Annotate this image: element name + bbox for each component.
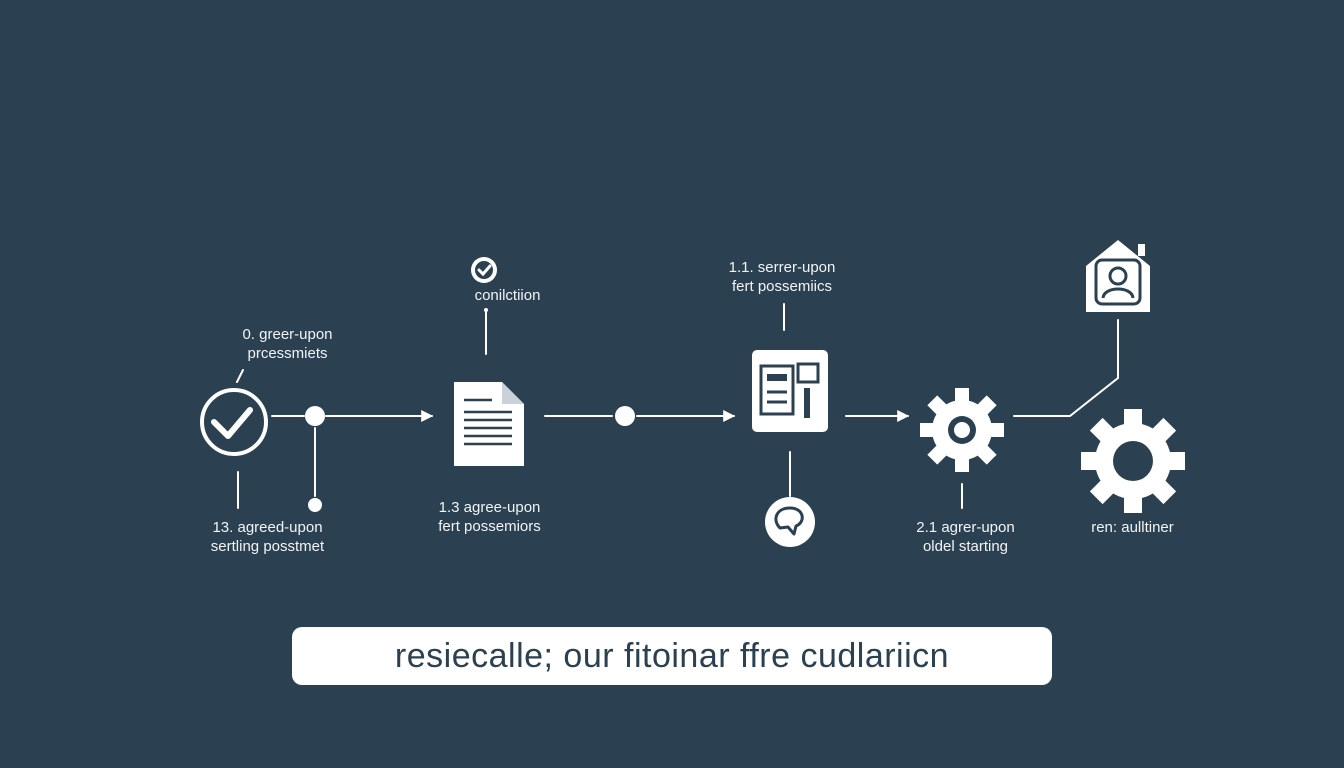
junction-a-dot — [305, 406, 325, 426]
check-badge-icon — [471, 257, 497, 283]
label-gear-large: ren: aulltiner — [1050, 518, 1215, 537]
connector-check-up — [236, 369, 244, 383]
gear-small-icon — [920, 388, 1004, 472]
check-circle-icon — [200, 388, 268, 456]
junction-a-drop-dot — [308, 498, 322, 512]
caption-text: resiecalle; our fitoinar ffre cudlariicn — [394, 636, 950, 675]
label-line: sertling posstmet — [210, 538, 325, 555]
label-line: 2.1 agrer-upon — [916, 519, 1015, 536]
junction-b-dot — [615, 406, 635, 426]
label-line: 0. greer-upon — [242, 326, 333, 343]
label-line: 1.1. serrer-upon — [728, 259, 836, 276]
label-dashboard: 1.1. serrer-upon fert possemiics — [692, 258, 872, 296]
document-icon — [454, 382, 524, 466]
dashboard-icon — [752, 350, 828, 432]
label-line: 1.3 agree-upon — [438, 499, 541, 516]
label-line: fert possemiics — [731, 278, 833, 295]
label-confirmation: conilctiion — [420, 286, 595, 305]
speech-bubble-icon — [765, 497, 815, 547]
home-user-icon — [1086, 240, 1150, 312]
label-line: 13. agreed-upon — [212, 519, 323, 536]
gear-large-icon — [1081, 409, 1185, 513]
label-line: ren: aulltiner — [1091, 519, 1174, 536]
label-line: prcessmiets — [247, 345, 328, 362]
confirmation-dot-top — [484, 308, 488, 312]
label-gear-small: 2.1 agrer-upon oldel starting — [878, 518, 1053, 556]
caption-banner: resiecalle; our fitoinar ffre cudlariicn — [292, 627, 1052, 685]
label-line: conilctiion — [474, 287, 541, 304]
label-line: oldel starting — [922, 538, 1009, 555]
label-document: 1.3 agree-upon fert possemiors — [402, 498, 577, 536]
label-junction-a-drop: 13. agreed-upon sertling posstmet — [180, 518, 355, 556]
label-check-circle: 0. greer-upon prcessmiets — [200, 325, 375, 363]
connectors — [236, 303, 1119, 509]
label-line: fert possemiors — [438, 518, 541, 535]
connector-gear-to-home — [1013, 319, 1119, 417]
